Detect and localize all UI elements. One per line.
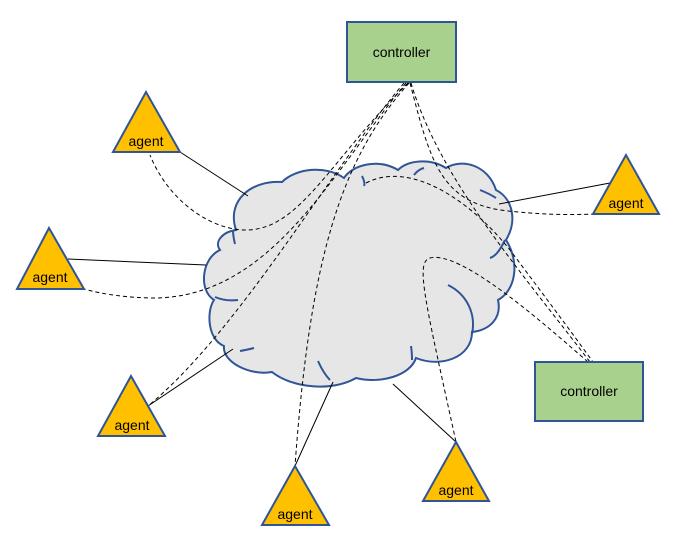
solid-link-agent-5 (392, 383, 457, 443)
solid-link-agent-6 (498, 182, 611, 205)
dashed-link-controller-top-controller-right-2 (410, 82, 591, 363)
agent-5[interactable]: agent (421, 439, 491, 502)
agent-triangle (15, 225, 86, 290)
cloud-detail-arc (489, 239, 506, 259)
agent-label: agent (608, 195, 643, 211)
dashed-link-controller-top-agent-3 (147, 82, 405, 407)
agent-label: agent (438, 482, 473, 498)
agent-4[interactable]: agent (260, 463, 331, 526)
dashed-link-controller-top-controller-right (365, 175, 594, 363)
solid-links (67, 151, 611, 467)
dashed-link-controller-top-agent-6 (409, 82, 594, 216)
agent-2[interactable]: agent (15, 225, 86, 290)
agent-3[interactable]: agent (96, 373, 167, 437)
cloud-detail-arc (413, 167, 425, 176)
agent-label: agent (114, 417, 149, 433)
solid-link-agent-3 (147, 348, 234, 407)
cloud-detail-arc (479, 189, 497, 199)
agent-label: agent (277, 506, 312, 522)
dashed-link-controller-right-agent-5 (422, 256, 589, 443)
agent-6[interactable]: agent (591, 152, 661, 215)
solid-link-agent-1 (179, 151, 249, 197)
solid-link-agent-4 (294, 381, 334, 467)
controller-box (534, 361, 644, 422)
agent-triangle (111, 89, 182, 153)
dashed-link-controller-top-agent-4 (294, 82, 410, 467)
cloud-detail-arc (317, 360, 331, 381)
dashed-links (83, 82, 594, 467)
agent-1[interactable]: agent (111, 89, 182, 153)
agent-triangle (96, 373, 167, 437)
controller-top[interactable]: controller (346, 21, 457, 83)
cloud-detail-arc (447, 284, 474, 335)
cloud-detail-arc (239, 347, 255, 352)
controller-label: controller (373, 44, 431, 60)
cloud-detail-arc (214, 296, 239, 302)
agent-label: agent (128, 133, 163, 149)
cloud-detail-arc (232, 229, 236, 245)
dashed-link-controller-top-agent-1 (149, 82, 409, 231)
agent-triangle (591, 152, 661, 215)
network-cloud[interactable] (202, 160, 516, 388)
solid-link-agent-2 (67, 258, 207, 266)
agent-triangle (421, 439, 491, 502)
controller-label: controller (560, 383, 618, 399)
agent-triangle (260, 463, 331, 526)
controller-right[interactable]: controller (534, 361, 644, 422)
cloud-detail-arc (410, 345, 413, 361)
cloud-detail-arc (361, 175, 366, 187)
cloud-shape (202, 160, 516, 388)
agent-label: agent (32, 269, 67, 285)
controller-box (346, 21, 457, 83)
